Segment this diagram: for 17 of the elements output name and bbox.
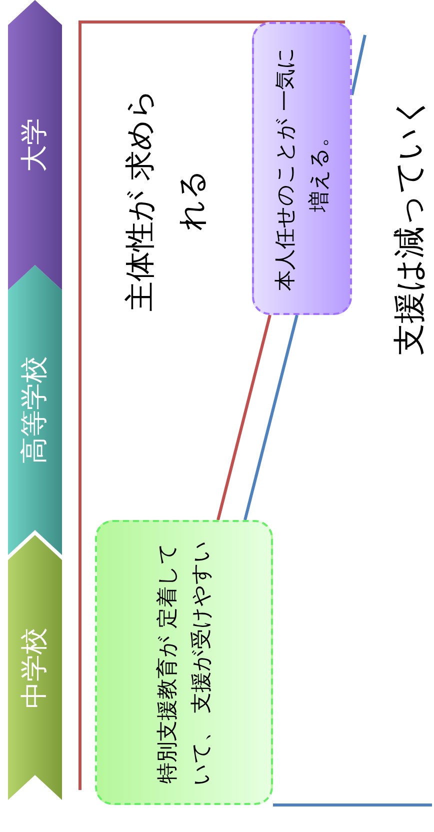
note-box <box>252 22 352 315</box>
rotated-text: 支援は減っていく <box>385 75 433 375</box>
chevron-band <box>8 535 62 800</box>
stage-label: 大学 <box>18 117 51 174</box>
note-text: 特別支援教育が 定着していて、 支援が受けやすい <box>154 539 214 787</box>
stage-label: 中学校 <box>18 626 51 710</box>
note-text: 本人任せのことが 一気に増える。 <box>272 46 332 293</box>
connector-line <box>216 314 272 520</box>
chevron-band <box>8 0 62 290</box>
rotated-text: 主体性が 求められる <box>115 85 219 315</box>
connector-line <box>78 20 345 790</box>
note-box <box>95 520 273 805</box>
stage-label: 高等学校 <box>18 355 51 466</box>
connector-line <box>350 34 366 96</box>
connector-line <box>273 804 432 806</box>
connector-line <box>244 314 298 520</box>
chevron-band <box>8 265 62 555</box>
